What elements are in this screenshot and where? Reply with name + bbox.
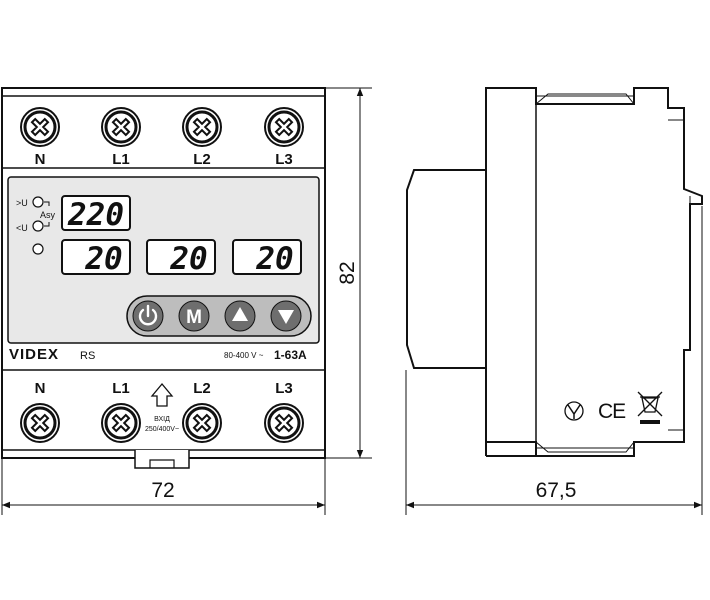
input-spec-label: 250/400V~ xyxy=(145,426,179,433)
height-dimension-label: 82 xyxy=(336,261,359,284)
indicator-under-voltage-label: <U xyxy=(16,223,28,233)
indicator-asymmetry-label: Asy xyxy=(40,210,56,220)
width-dimension-label: 72 xyxy=(151,479,174,502)
terminal-screw-bottom-l3 xyxy=(264,403,304,443)
current-display-2 xyxy=(146,239,216,275)
current-display-2-value: 20 xyxy=(169,241,207,277)
side-dimensions: 67,5 xyxy=(405,206,703,515)
top-terminal-screws xyxy=(20,107,304,147)
button-strip xyxy=(126,295,312,337)
side-front-cover xyxy=(406,169,486,369)
side-top-chamfer xyxy=(535,93,635,105)
indicator-over-voltage-label: >U xyxy=(16,198,28,208)
din-rail-clip-tab xyxy=(149,459,175,468)
bottom-terminal-label-l3: L3 xyxy=(275,380,293,397)
indicator-under-voltage-led xyxy=(32,220,44,232)
current-display-1 xyxy=(61,239,131,275)
up-button[interactable] xyxy=(224,300,256,332)
bottom-terminal-screws xyxy=(20,403,304,443)
top-terminal-label-l3: L3 xyxy=(275,151,293,168)
side-view: CE xyxy=(406,87,703,457)
triangle-down-icon xyxy=(278,310,294,324)
top-terminal-label-l2: L2 xyxy=(193,151,211,168)
terminal-screw-bottom-n xyxy=(20,403,60,443)
input-arrow-icon xyxy=(150,382,174,407)
voltage-display-value: 220 xyxy=(67,197,124,233)
current-display-3 xyxy=(232,239,302,275)
terminal-screw-top-n xyxy=(20,107,60,147)
bottom-terminal-label-l1: L1 xyxy=(112,380,130,397)
depth-dimension-label: 67,5 xyxy=(536,479,577,502)
terminal-screw-top-l3 xyxy=(264,107,304,147)
side-bottom-chamfer xyxy=(535,441,635,453)
ce-mark-icon: CE xyxy=(598,400,626,423)
indicator-over-voltage-led xyxy=(32,196,44,208)
brand-logo-text: VIDEX xyxy=(9,346,59,363)
terminal-screw-top-l1 xyxy=(101,107,141,147)
indicator-status-led xyxy=(32,243,44,255)
indicator-bracket-lower xyxy=(44,222,50,227)
front-view: N L1 L2 L3 >U Asy <U 220 20 20 20 xyxy=(1,87,326,469)
down-button[interactable] xyxy=(270,300,302,332)
top-terminal-label-l1: L1 xyxy=(112,151,130,168)
weee-bin-icon xyxy=(637,391,663,424)
side-housing xyxy=(485,87,703,457)
voltage-range-label: 80-400 V ~ xyxy=(224,351,264,360)
current-display-3-value: 20 xyxy=(255,241,293,277)
din-rail-clip xyxy=(134,450,190,469)
current-range-label: 1-63A xyxy=(274,348,307,362)
power-button[interactable] xyxy=(132,300,164,332)
current-display-1-value: 20 xyxy=(84,241,122,277)
mode-button[interactable]: M xyxy=(178,300,210,332)
power-icon xyxy=(138,304,158,326)
series-label: RS xyxy=(80,350,95,362)
front-dimensions: 82 72 xyxy=(1,87,372,515)
bottom-terminal-label-n: N xyxy=(35,380,46,397)
indicator-bracket-upper xyxy=(44,201,50,206)
voltage-display xyxy=(61,195,131,231)
terminal-screw-bottom-l1 xyxy=(101,403,141,443)
terminal-screw-bottom-l2 xyxy=(182,403,222,443)
top-terminal-label-n: N xyxy=(35,151,46,168)
mode-button-label: M xyxy=(186,307,202,328)
bottom-terminal-label-l2: L2 xyxy=(193,380,211,397)
ukrsepro-mark-icon xyxy=(564,401,584,421)
triangle-up-icon xyxy=(232,307,248,321)
input-label: ВХІД xyxy=(154,416,170,423)
terminal-screw-top-l2 xyxy=(182,107,222,147)
